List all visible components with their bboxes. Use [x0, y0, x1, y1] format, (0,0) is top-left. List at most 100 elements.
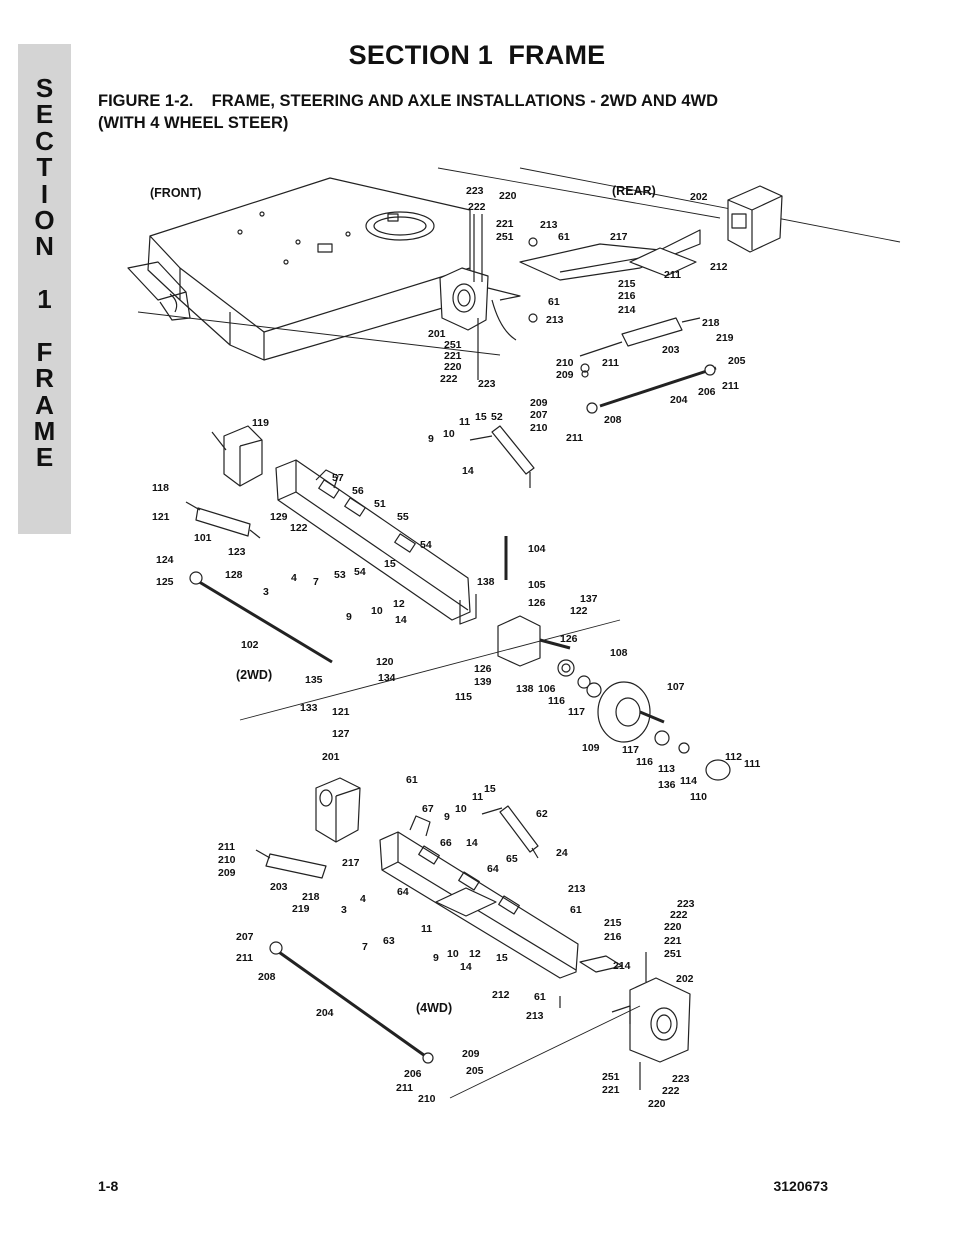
part-callout: 251: [602, 1071, 620, 1083]
part-callout: 221: [602, 1084, 620, 1096]
part-callout: 202: [690, 191, 708, 203]
part-callout: 4: [360, 893, 366, 905]
part-callout: 219: [292, 903, 310, 915]
figure-caption: FIGURE 1-2. FRAME, STEERING AND AXLE INS…: [98, 90, 718, 134]
part-callout: 220: [499, 190, 517, 202]
part-callout: 116: [636, 756, 653, 768]
part-callout: 113: [658, 763, 675, 775]
part-callout: 210: [530, 422, 548, 434]
part-callout: 124: [156, 554, 174, 566]
view-label-front: (FRONT): [150, 186, 201, 200]
part-callout: 120: [376, 656, 394, 668]
part-callout: 10: [443, 428, 455, 440]
part-callout: 15: [484, 783, 496, 795]
part-callout: 123: [228, 546, 246, 558]
part-callout: 14: [460, 961, 472, 973]
part-callout: 101: [194, 532, 212, 544]
part-callout: 210: [418, 1093, 436, 1105]
diagram-line-art: [127, 167, 901, 1099]
side-tab-letter: O: [34, 204, 55, 235]
part-callout: 121: [332, 706, 350, 718]
part-callout: 221: [664, 935, 682, 947]
part-callout: 128: [225, 569, 243, 581]
part-callout: 215: [618, 278, 636, 290]
part-callout: 119: [252, 417, 269, 429]
figure-caption-line-2: (WITH 4 WHEEL STEER): [98, 114, 289, 132]
part-callout: 201: [322, 751, 340, 763]
part-callout: 57: [332, 472, 344, 484]
part-callout: 251: [496, 231, 514, 243]
part-callout: 214: [613, 960, 631, 972]
part-callout: 223: [677, 898, 695, 910]
part-callout: 126: [528, 597, 546, 609]
side-tab-letter: M: [33, 416, 56, 447]
part-callout: 202: [676, 973, 694, 985]
part-callout: 206: [404, 1068, 422, 1080]
part-callout: 54: [354, 566, 366, 578]
part-callout: 55: [397, 511, 409, 523]
part-callout: 7: [313, 576, 319, 588]
part-callout: 3: [341, 904, 347, 916]
part-callout: 223: [466, 185, 484, 197]
part-callout: 61: [570, 904, 582, 916]
part-callout: 133: [300, 702, 318, 714]
part-callout: 129: [270, 511, 288, 523]
part-callout: 66: [440, 837, 452, 849]
part-callout: 204: [670, 394, 688, 406]
section-title: SECTION 1 FRAME: [348, 40, 606, 70]
part-callout: 9: [428, 433, 434, 445]
part-callout: 121: [152, 511, 170, 523]
part-callout: 118: [152, 482, 169, 494]
part-callout: 210: [556, 357, 574, 369]
part-callout: 138: [516, 683, 534, 695]
part-callout: 213: [540, 219, 558, 231]
part-callout: 204: [316, 1007, 334, 1019]
part-callout: 221: [444, 350, 462, 362]
part-callout: 15: [475, 411, 487, 423]
part-callout: 116: [548, 695, 565, 707]
part-callout: 102: [241, 639, 259, 651]
part-callout: 139: [474, 676, 492, 688]
part-callout: 56: [352, 485, 364, 497]
part-callout: 214: [618, 304, 636, 316]
part-callout: 7: [362, 941, 368, 953]
part-callout: 127: [332, 728, 350, 740]
page-number: 1-8: [98, 1178, 119, 1194]
part-callout: 15: [496, 952, 508, 964]
part-callout: 14: [466, 837, 478, 849]
side-tab-letter: R: [35, 363, 54, 394]
part-callout: 205: [466, 1065, 484, 1077]
part-callout: 213: [526, 1010, 544, 1022]
part-callout: 220: [444, 361, 462, 373]
part-callout: 210: [218, 854, 236, 866]
part-callout: 222: [468, 201, 486, 213]
part-callout: 138: [477, 576, 495, 588]
part-callout: 220: [648, 1098, 666, 1110]
side-tab-letter: E: [35, 442, 54, 473]
part-callout: 61: [558, 231, 570, 243]
part-callout: 122: [290, 522, 308, 534]
part-callout: 223: [672, 1073, 690, 1085]
part-callout: 213: [568, 883, 586, 895]
part-callout: 211: [566, 432, 583, 444]
part-callout: 53: [334, 569, 346, 581]
part-callout: 114: [680, 775, 697, 787]
part-callout: 15: [384, 558, 396, 570]
part-callout: 105: [528, 579, 546, 591]
part-callout: 64: [397, 886, 409, 898]
part-callout: 11: [421, 923, 432, 935]
part-callout: 221: [496, 218, 514, 230]
part-callout: 216: [604, 931, 622, 943]
part-callout: 207: [236, 931, 254, 943]
figure-caption-line-1: FIGURE 1-2. FRAME, STEERING AND AXLE INS…: [98, 92, 718, 110]
part-callout: 208: [258, 971, 276, 983]
side-tab-letter: T: [36, 152, 53, 183]
part-callout: 207: [530, 409, 548, 421]
side-tab-letter: A: [35, 389, 54, 420]
part-callout: 117: [622, 744, 639, 756]
part-callout: 51: [374, 498, 386, 510]
part-callout: 201: [428, 328, 446, 340]
part-callout: 215: [604, 917, 622, 929]
part-callout: 61: [548, 296, 560, 308]
